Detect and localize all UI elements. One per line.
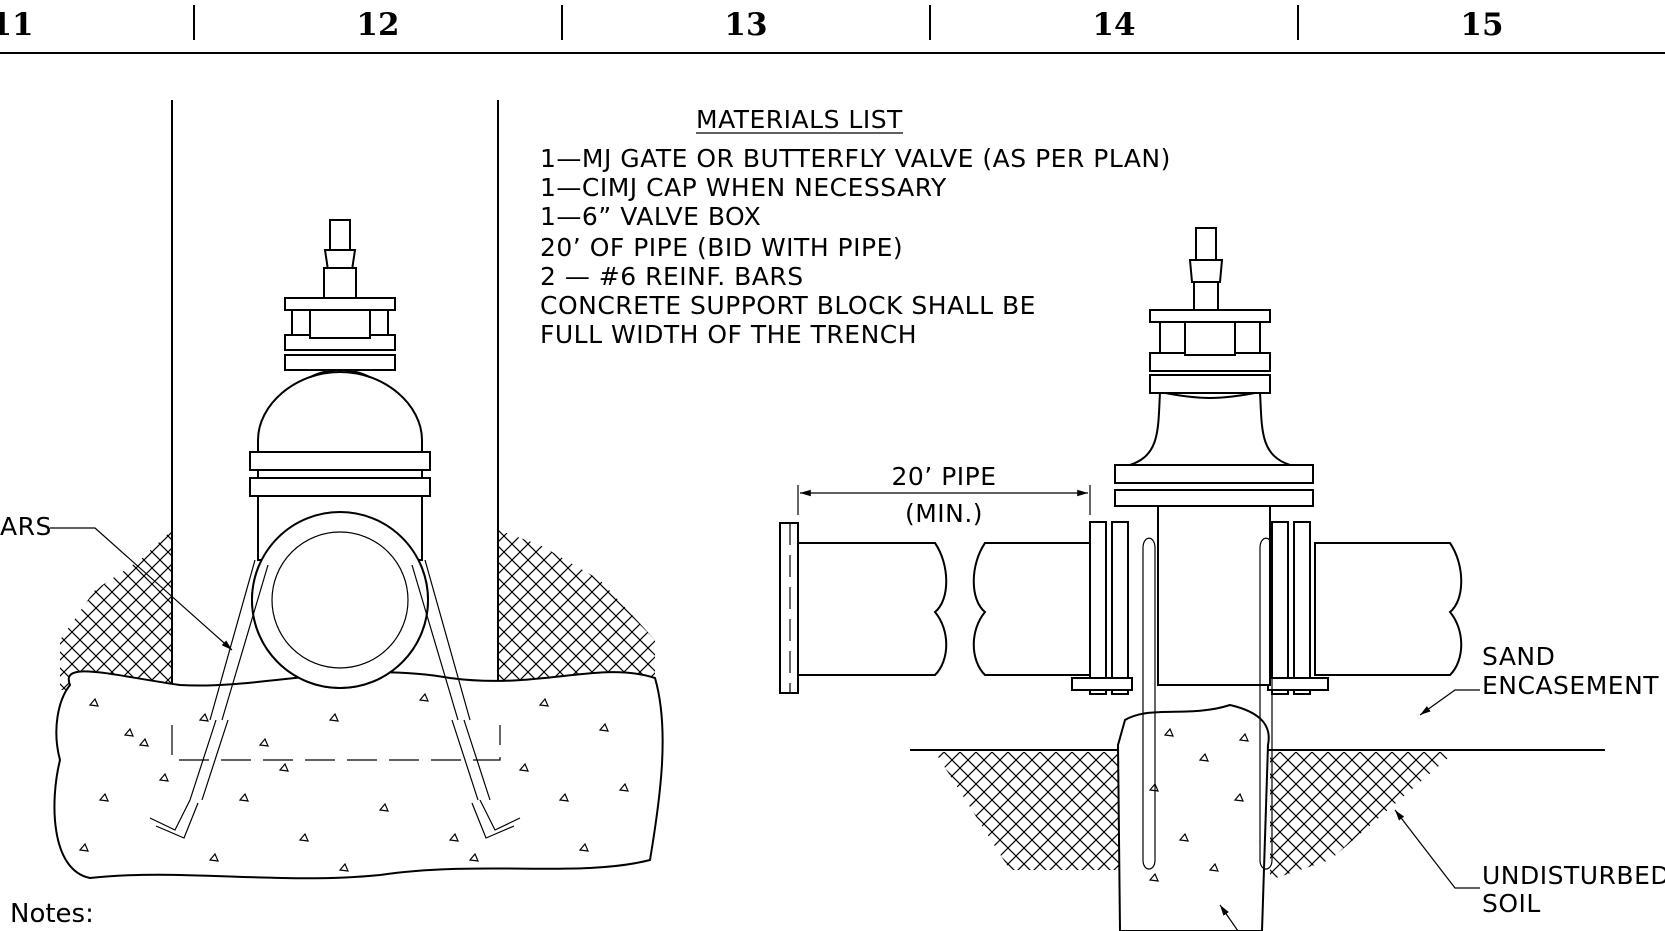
mj-bolt-right [1267, 677, 1329, 691]
mj-flange-right-2 [1293, 521, 1311, 695]
yoke-top-elev [1149, 309, 1271, 323]
valve-flange-lower [249, 477, 431, 497]
zone-label-12: 12 [356, 7, 399, 43]
materials-line-5: 2 — #6 REINF. BARS [540, 262, 804, 291]
materials-line-6: CONCRETE SUPPORT BLOCK SHALL BE [540, 291, 1036, 320]
valve-flange-elev-upper [1114, 464, 1314, 484]
pipe-right-segment [1314, 542, 1463, 676]
pipe-elevation-view: 20’ PIPE (MIN.) SAND ENCASEMENT UNDISTUR… [779, 227, 1665, 931]
valve-stem-elevation [1195, 227, 1217, 261]
soil-label-1: UNDISTURBED [1482, 861, 1665, 890]
reinf-bar-elev-left [1142, 537, 1156, 860]
materials-list-title: MATERIALS LIST [696, 105, 903, 134]
zone-label-13: 13 [724, 7, 767, 43]
concrete-aggregate [78, 692, 629, 872]
sand-label-1: SAND [1482, 642, 1555, 671]
valve-flange-upper [249, 451, 431, 471]
valve-bonnet-elevation [1129, 390, 1291, 466]
materials-line-3: 1—6” VALVE BOX [540, 202, 761, 231]
valve-flange-elev-lower [1114, 489, 1314, 507]
trench-section-view: ARS [0, 100, 664, 880]
mj-bolt-left [1071, 677, 1133, 691]
mj-flange-left-1 [1089, 521, 1107, 695]
block-aggregate [1148, 727, 1249, 882]
reinf-bar-right [411, 559, 471, 721]
bars-label: ARS [0, 512, 52, 541]
zone-label-15: 15 [1460, 7, 1503, 43]
block-leader [1219, 904, 1239, 931]
valve-stem [329, 219, 351, 251]
pipe-mid-segment [972, 542, 1091, 676]
materials-list: MATERIALS LIST 1—MJ GATE OR BUTTERFLY VA… [540, 105, 1171, 349]
operating-nut-elevation [1188, 259, 1224, 283]
pipe-min-label: (MIN.) [905, 499, 983, 528]
materials-line-1: 1—MJ GATE OR BUTTERFLY VALVE (AS PER PLA… [540, 144, 1171, 173]
yoke-flange-elev-1 [1149, 374, 1271, 394]
notes-label: Notes: [10, 899, 94, 929]
pipe-left-segment [797, 542, 948, 676]
zone-label-11: 11 [0, 7, 34, 43]
materials-line-4: 20’ OF PIPE (BID WITH PIPE) [540, 233, 903, 262]
valve-body-elevation [1157, 504, 1271, 686]
yoke-body [309, 309, 371, 339]
soil-label-2: SOIL [1482, 889, 1541, 918]
bars-leader [50, 527, 233, 651]
materials-line-7: FULL WIDTH OF THE TRENCH [540, 320, 917, 349]
reinf-bar-elev-right [1259, 537, 1273, 860]
thrust-block [1116, 703, 1270, 931]
yoke-top [284, 297, 396, 311]
concrete-support-block [53, 670, 664, 880]
materials-line-2: 1—CIMJ CAP WHEN NECESSARY [540, 173, 947, 202]
pipe-cap [779, 522, 799, 694]
zone-label-14: 14 [1092, 7, 1135, 43]
reinf-bar-hook-right [471, 799, 521, 839]
soil-leader [1394, 809, 1480, 889]
yoke-flange-lower [284, 354, 396, 371]
mj-flange-right-1 [1271, 521, 1289, 695]
mj-flange-left-2 [1111, 521, 1129, 695]
pipe-invert-dashed [171, 725, 501, 761]
pipe-length-label: 20’ PIPE [891, 462, 996, 491]
reinf-bar-left [209, 559, 269, 721]
sand-label-2: ENCASEMENT [1482, 671, 1659, 700]
zone-header: 11 12 13 14 15 [0, 5, 1665, 54]
sand-leader [1419, 689, 1480, 716]
reinf-bar-hook-left [149, 799, 199, 839]
